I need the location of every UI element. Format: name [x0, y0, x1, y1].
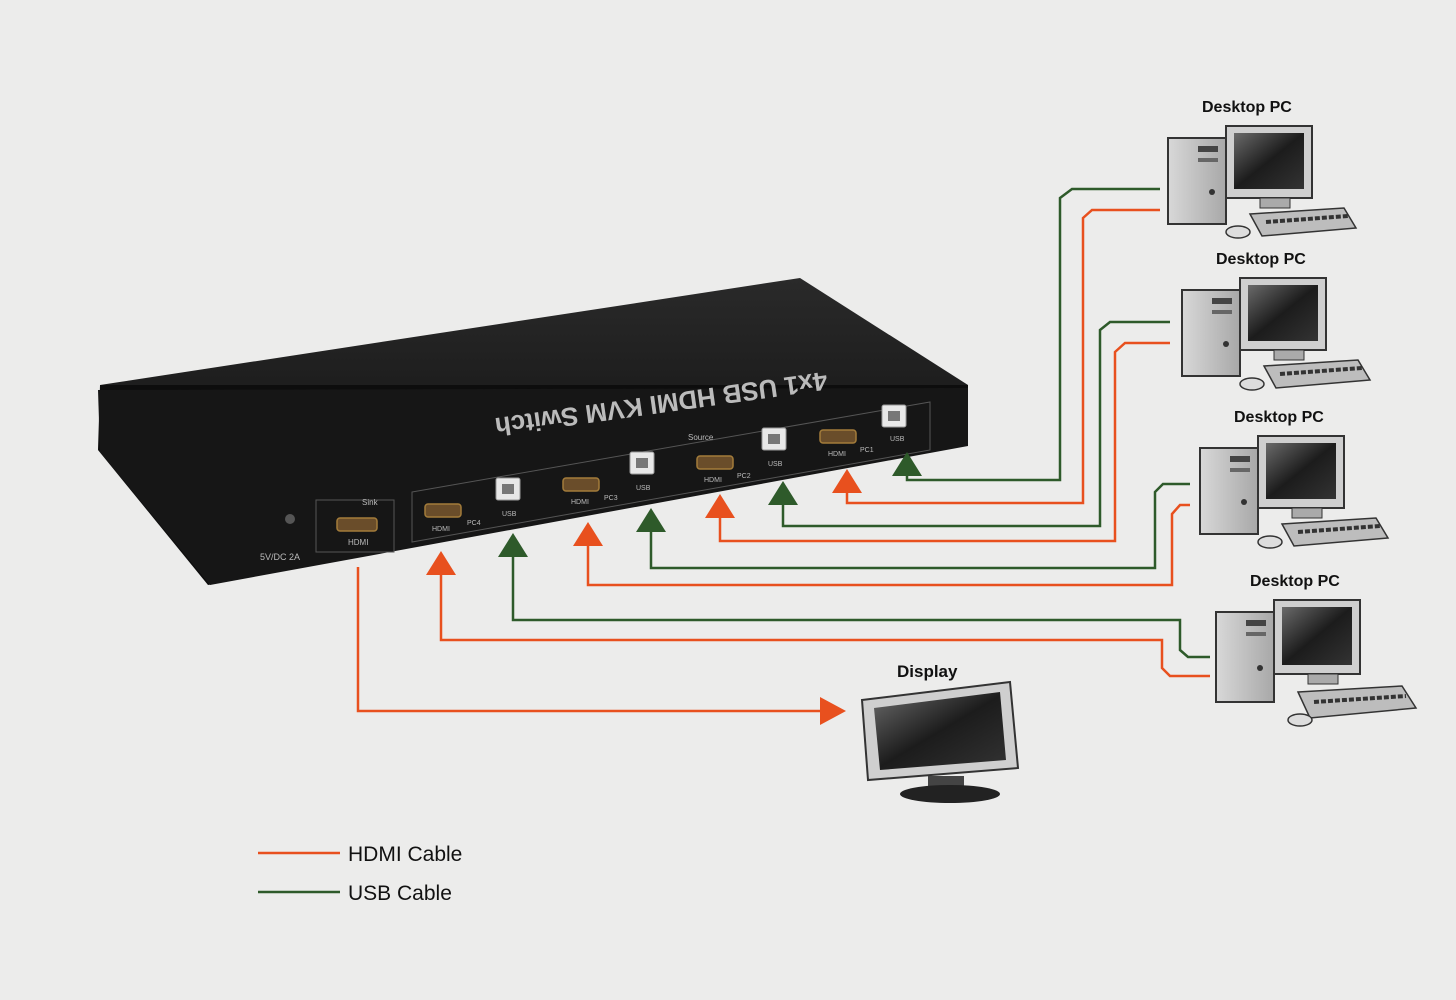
cable-arrowheads	[426, 452, 922, 725]
sink-port-frame	[315, 499, 395, 553]
pc2-hdmi-label: HDMI	[704, 477, 722, 484]
pc3-usb-port-slot	[636, 458, 648, 468]
desktop-pc-3: Desktop PC	[1199, 409, 1390, 549]
pc4-usb-label: USB	[502, 511, 517, 518]
desktop-pc-icon	[1167, 125, 1358, 239]
pc1-usb-cable	[905, 187, 1160, 482]
pc2-hdmi-arrowhead	[705, 494, 735, 518]
desktop-pc-icon	[1181, 277, 1372, 391]
pc3-hdmi-arrowhead	[573, 522, 603, 546]
pc2-hdmi-cable	[718, 341, 1170, 543]
sink-label: Sink	[362, 498, 379, 507]
pc3-hdmi-cable	[586, 503, 1190, 587]
pc3-usb-cable	[649, 482, 1190, 570]
pc3-usb-arrowhead	[636, 508, 666, 532]
legend-hdmi-label: HDMI Cable	[348, 843, 462, 866]
desktop-pc-4: Desktop PC	[1215, 573, 1418, 727]
desktop-pc-label: Desktop PC	[1216, 251, 1306, 268]
pc1-usb-port-slot	[888, 411, 900, 421]
pc2-usb-arrowhead	[768, 481, 798, 505]
source-label: Source	[688, 433, 714, 442]
desktop-pc-label: Desktop PC	[1234, 409, 1324, 426]
pc3-pc-label: PC3	[604, 495, 618, 502]
display: Display	[860, 662, 1020, 803]
pc3-usb-label: USB	[636, 485, 651, 492]
desktop-pc-2: Desktop PC	[1181, 251, 1372, 391]
desktop-pc-1: Desktop PC	[1167, 99, 1358, 239]
display-arrowhead	[820, 697, 846, 725]
desktop-pc-label: Desktop PC	[1250, 573, 1340, 590]
pc1-hdmi-arrowhead	[832, 469, 862, 493]
desktop-pc-icon	[1215, 599, 1418, 727]
power-jack-icon	[285, 514, 295, 524]
pc1-hdmi-label: HDMI	[828, 451, 846, 458]
pc4-usb-port-slot	[502, 484, 514, 494]
pc1-usb-arrowhead	[892, 452, 922, 476]
pc4-pc-label: PC4	[467, 520, 481, 527]
pc1-usb-label: USB	[890, 436, 905, 443]
pc4-hdmi-cable	[439, 568, 1210, 678]
pc3-hdmi-label: HDMI	[571, 499, 589, 506]
desktop-pc-label: Desktop PC	[1202, 99, 1292, 116]
power-label: 5V/DC 2A	[260, 552, 300, 562]
pc4-hdmi-port-icon	[424, 503, 462, 518]
pc4-hdmi-arrowhead	[426, 551, 456, 575]
cables	[356, 187, 1210, 713]
legend: HDMI Cable USB Cable	[258, 843, 462, 905]
display-label: Display	[897, 662, 958, 681]
kvm-switch-device: 4x1 USB HDMI KVM Switch 5V/DC 2A Sink HD…	[98, 278, 968, 585]
pc1-pc-label: PC1	[860, 447, 874, 454]
display-hdmi-cable	[356, 567, 820, 713]
pc1-hdmi-cable	[845, 208, 1160, 505]
source-ports-frame	[411, 401, 931, 543]
pc2-hdmi-port-icon	[696, 455, 734, 470]
sink-hdmi-label: HDMI	[348, 538, 368, 547]
pc2-usb-label: USB	[768, 461, 783, 468]
sink-hdmi-port-icon	[336, 517, 378, 532]
desktop-pc-icon	[1199, 435, 1390, 549]
pc3-hdmi-port-icon	[562, 477, 600, 492]
pc4-usb-arrowhead	[498, 533, 528, 557]
pc2-usb-port-slot	[768, 434, 780, 444]
display-monitor-icon	[860, 680, 1020, 803]
pc2-usb-cable	[781, 320, 1170, 528]
pc4-hdmi-label: HDMI	[432, 526, 450, 533]
pc4-usb-cable	[511, 552, 1210, 659]
legend-usb-label: USB Cable	[348, 882, 452, 905]
pc2-pc-label: PC2	[737, 473, 751, 480]
pc1-hdmi-port-icon	[819, 429, 857, 444]
